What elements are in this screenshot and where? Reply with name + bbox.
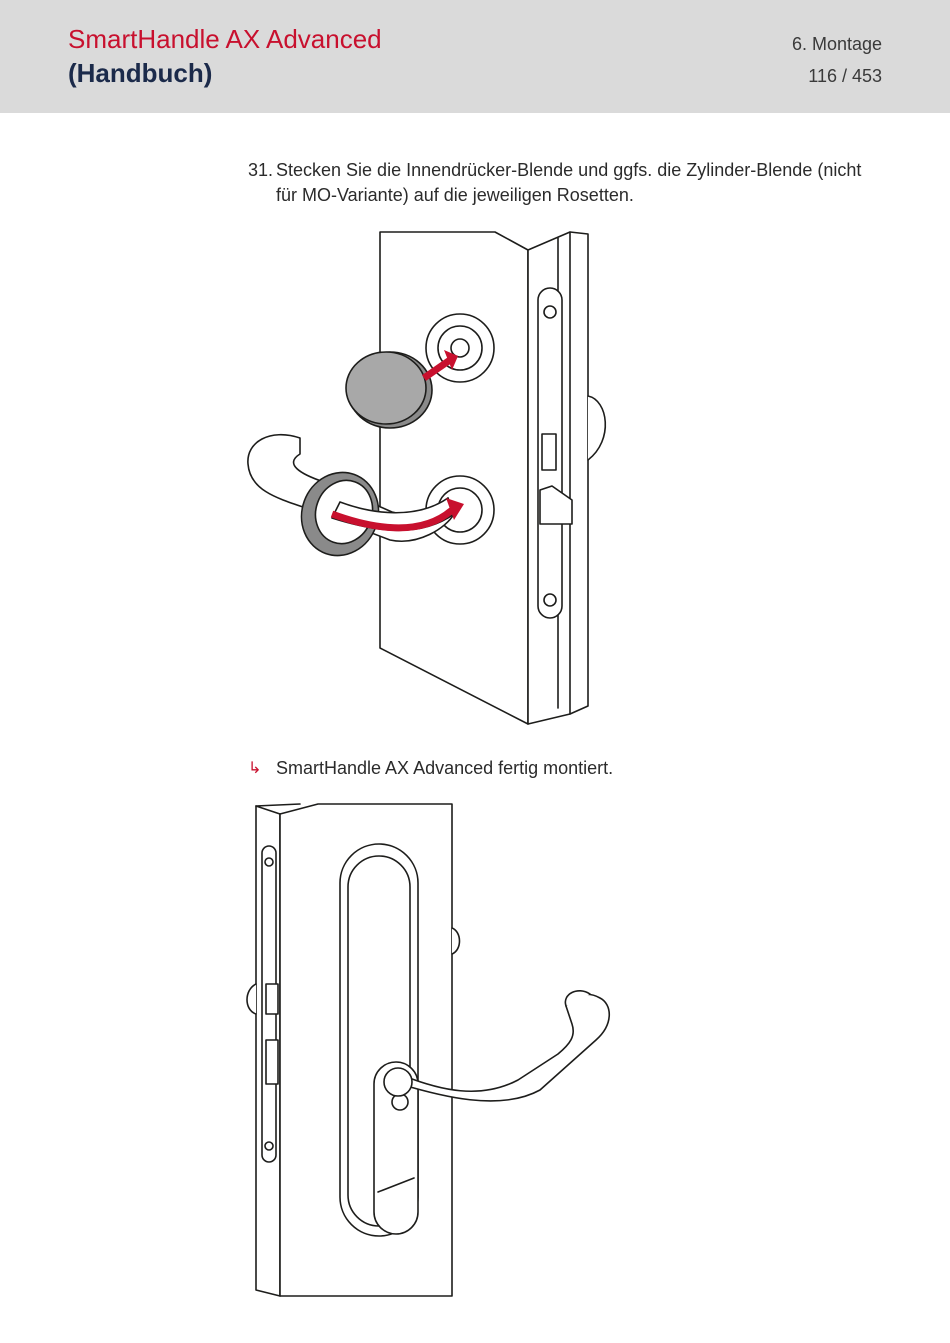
- result-note: ↳ SmartHandle AX Advanced fertig montier…: [248, 756, 868, 781]
- step-number: 31.: [248, 160, 274, 180]
- section-label: 6. Montage: [791, 34, 882, 54]
- document-title-line2: (Handbuch): [68, 58, 213, 88]
- mounted-illustration: [246, 803, 611, 1297]
- mounting-illustration: [247, 231, 607, 725]
- insert-arrow-upper-icon: [444, 350, 458, 370]
- document-title-line1: SmartHandle AX Advanced: [68, 24, 382, 54]
- result-text: SmartHandle AX Advanced fertig montiert.: [276, 758, 614, 778]
- instruction-step: 31. Stecken Sie die Innendrücker-Blende …: [248, 158, 868, 208]
- latch: [541, 433, 557, 471]
- step-text: Stecken Sie die Innendrücker-Blende und …: [276, 160, 862, 205]
- cylinder-cover: [345, 351, 427, 425]
- bolt: [539, 485, 573, 525]
- page-header: SmartHandle AX Advanced (Handbuch) 6. Mo…: [0, 0, 950, 113]
- header-meta: 6. Montage 116 / 453: [792, 28, 882, 92]
- insert-arrow-lower-icon: [446, 498, 464, 520]
- result-arrow-icon: ↳: [248, 760, 262, 777]
- document-title: SmartHandle AX Advanced (Handbuch): [68, 22, 382, 90]
- page-number: 116 / 453: [808, 66, 882, 86]
